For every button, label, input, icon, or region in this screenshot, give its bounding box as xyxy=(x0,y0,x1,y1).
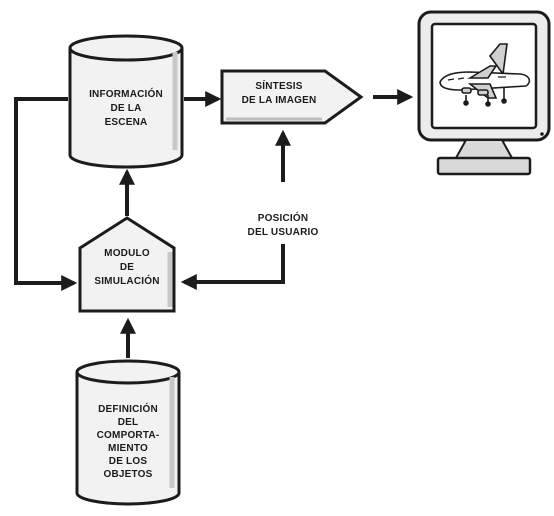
airplane-icon xyxy=(439,43,531,107)
scene-info-database xyxy=(68,34,184,169)
image-synthesis-block xyxy=(220,69,364,125)
arrow-scene-loop-to-simulation xyxy=(14,97,78,291)
simulation-module-block xyxy=(78,216,176,313)
behavior-definition-label: DEFINICIÓN DEL COMPORTA- MIENTO DE LOS O… xyxy=(96,404,160,480)
behavior-definition-database xyxy=(75,359,181,506)
computer-monitor-icon xyxy=(417,10,551,176)
scene-info-label: INFORMACIÓN DE LA ESCENA xyxy=(89,89,163,128)
connectors xyxy=(14,89,414,358)
user-position-label: POSICIÓN DEL USUARIO xyxy=(232,212,334,240)
image-synthesis-label: SÍNTESIS DE LA IMAGEN xyxy=(241,81,317,106)
simulation-module-label: MODULO DE SIMULACIÓN xyxy=(94,248,160,287)
arrow-user-to-simulation xyxy=(180,244,285,290)
